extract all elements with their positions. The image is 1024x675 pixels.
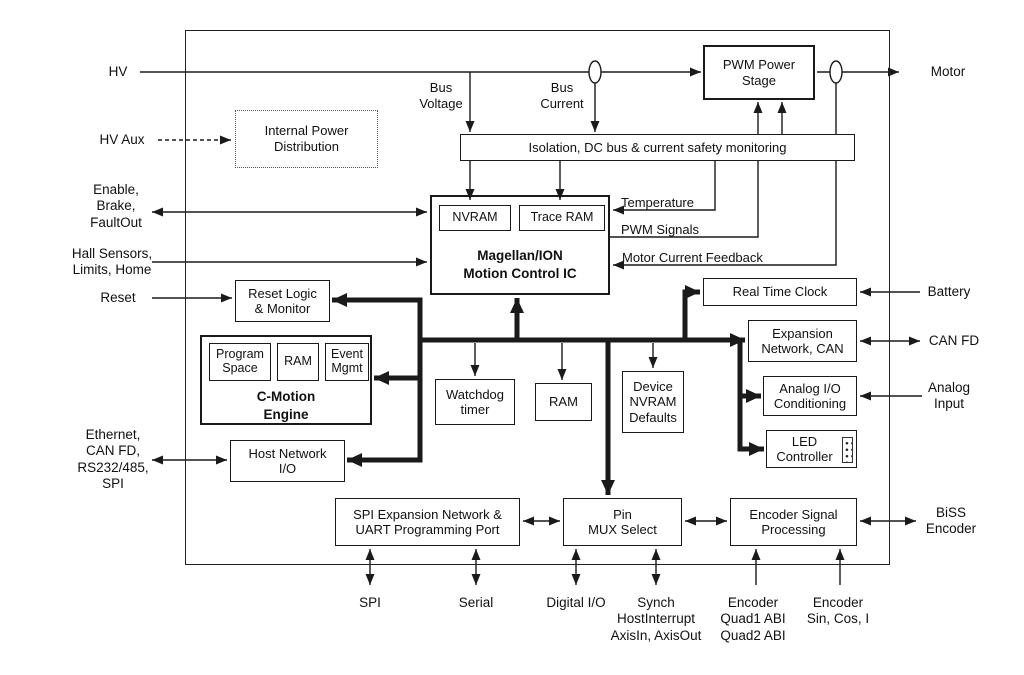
label-enable-brake-faultout: Enable, Brake, FaultOut	[90, 182, 142, 230]
block-isolation-monitoring: Isolation, DC bus & current safety monit…	[460, 134, 855, 161]
led-dots-icon	[842, 437, 853, 463]
label-motor-current-feedback: Motor Current Feedback	[622, 250, 763, 265]
block-ram: RAM	[535, 383, 592, 421]
block-program-space: Program Space	[209, 343, 271, 381]
label-hv-aux: HV Aux	[99, 132, 145, 147]
block-encoder-signal-processing: Encoder Signal Processing	[730, 498, 857, 546]
block-nvram: NVRAM	[439, 205, 511, 231]
block-analog-io-conditioning: Analog I/O Conditioning	[763, 376, 857, 416]
label-battery: Battery	[927, 284, 971, 299]
label-serial: Serial	[458, 595, 494, 610]
label-synch: Synch HostInterrupt AxisIn, AxisOut	[610, 595, 702, 643]
block-device-nvram-defaults: Device NVRAM Defaults	[622, 371, 684, 433]
block-spi-expansion-uart: SPI Expansion Network & UART Programming…	[335, 498, 520, 546]
block-pwm-power-stage: PWM Power Stage	[703, 45, 815, 100]
block-magellan-ion: NVRAM Trace RAM Magellan/ION Motion Cont…	[430, 195, 610, 295]
block-reset-logic: Reset Logic & Monitor	[235, 280, 330, 322]
led-controller-label: LED Controller	[776, 433, 833, 464]
block-host-network-io: Host Network I/O	[230, 440, 345, 482]
c-motion-title: C-Motion Engine	[256, 389, 316, 422]
label-temperature: Temperature	[621, 195, 694, 210]
label-motor: Motor	[930, 64, 966, 79]
label-biss-encoder: BiSS Encoder	[925, 505, 977, 537]
block-real-time-clock: Real Time Clock	[703, 278, 857, 306]
block-event-mgmt: Event Mgmt	[325, 343, 369, 381]
label-can-fd: CAN FD	[928, 333, 980, 348]
label-analog-input: Analog Input	[927, 380, 971, 412]
block-internal-power-distribution: Internal Power Distribution	[235, 110, 378, 168]
magellan-title: Magellan/ION Motion Control IC	[463, 248, 577, 281]
chip-boundary	[185, 30, 890, 565]
label-digital-io: Digital I/O	[546, 595, 606, 610]
block-pin-mux-select: Pin MUX Select	[563, 498, 682, 546]
block-c-motion-engine: Program Space RAM Event Mgmt C-Motion En…	[200, 335, 372, 425]
block-trace-ram: Trace RAM	[519, 205, 605, 231]
label-hall-sensors: Hall Sensors, Limits, Home	[71, 246, 153, 278]
label-encoder-sin: Encoder Sin, Cos, I	[806, 595, 870, 627]
label-hv: HV	[108, 64, 128, 79]
label-bus-current: Bus Current	[540, 80, 584, 111]
block-cme-ram: RAM	[277, 343, 319, 381]
label-reset: Reset	[100, 290, 136, 305]
label-spi: SPI	[359, 595, 381, 610]
label-encoder-quad: Encoder Quad1 ABI Quad2 ABI	[720, 595, 786, 643]
block-watchdog-timer: Watchdog timer	[435, 379, 515, 425]
label-pwm-signals: PWM Signals	[621, 222, 700, 237]
block-expansion-network-can: Expansion Network, CAN	[748, 320, 857, 362]
block-led-controller: LED Controller	[766, 430, 857, 468]
label-bus-voltage: Bus Voltage	[419, 80, 463, 111]
label-ethernet-canfd: Ethernet, CAN FD, RS232/485, SPI	[77, 427, 149, 492]
